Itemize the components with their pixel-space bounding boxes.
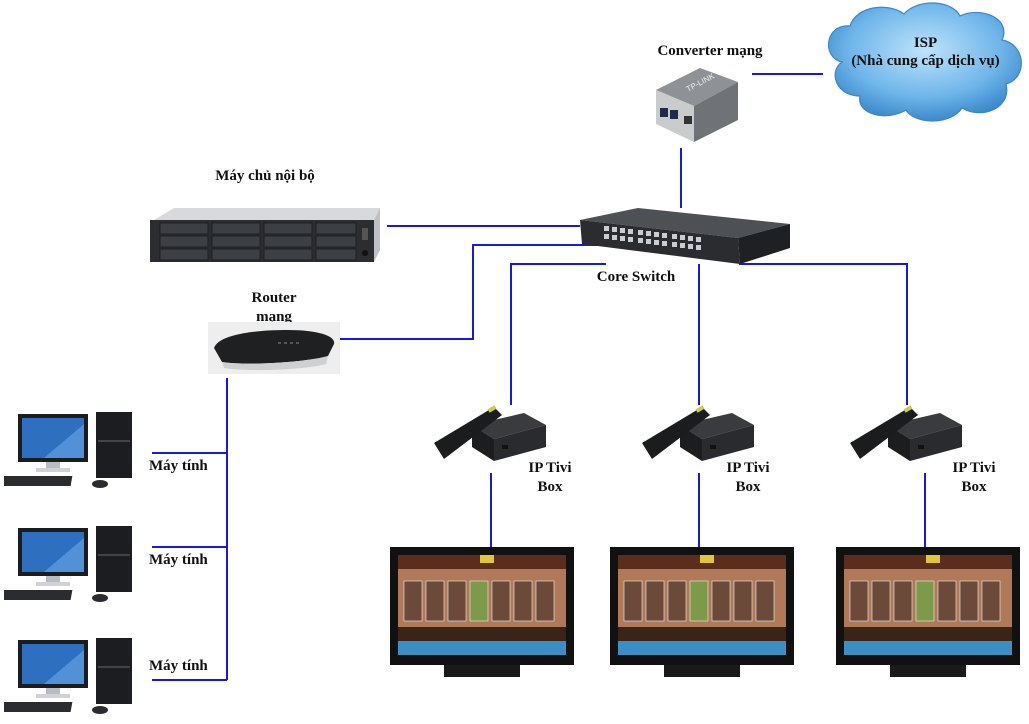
server-label: Máy chủ nội bộ	[215, 168, 315, 184]
ip-tv-box-1-label-line1: IP Tivi	[528, 460, 572, 476]
computer-3-label: Máy tính	[149, 658, 208, 674]
router-label-line2: mạng	[256, 309, 292, 325]
set-top-box-icon	[642, 405, 754, 461]
ip-tv-box-2-label-line2: Box	[735, 479, 761, 495]
isp-label-line2: (Nhà cung cấp dịch vụ)	[851, 53, 1000, 69]
cloud-icon	[827, 2, 1022, 122]
desktop-computer-icon	[4, 638, 132, 714]
computer-1-label: Máy tính	[149, 458, 208, 474]
desktop-computer-icon	[4, 412, 132, 488]
television-icon	[610, 547, 794, 677]
router-label-line1: Router	[251, 290, 297, 306]
link-switch-box3	[739, 263, 908, 405]
computer-2-label: Máy tính	[149, 552, 208, 568]
ip-tv-box-3-label-line1: IP Tivi	[952, 460, 996, 476]
link-switch-box1	[510, 263, 606, 405]
television-icon	[836, 547, 1020, 677]
link-router-switch	[340, 244, 606, 340]
rack-server-icon	[150, 208, 380, 262]
ip-tv-box-3-label-line2: Box	[961, 479, 987, 495]
isp-label-line1: ISP	[913, 35, 938, 51]
router-icon	[208, 322, 340, 374]
converter-label: Converter mạng	[657, 43, 763, 59]
core-switch-label: Core Switch	[596, 269, 676, 285]
television-icon	[390, 547, 574, 677]
media-converter-icon: TP-LINK	[656, 68, 738, 142]
ip-tv-box-2-label-line1: IP Tivi	[726, 460, 770, 476]
set-top-box-icon	[850, 405, 962, 461]
desktop-computer-icon	[4, 526, 132, 602]
set-top-box-icon	[434, 405, 546, 461]
network-switch-icon	[580, 208, 790, 264]
ip-tv-box-1-label-line2: Box	[537, 479, 563, 495]
